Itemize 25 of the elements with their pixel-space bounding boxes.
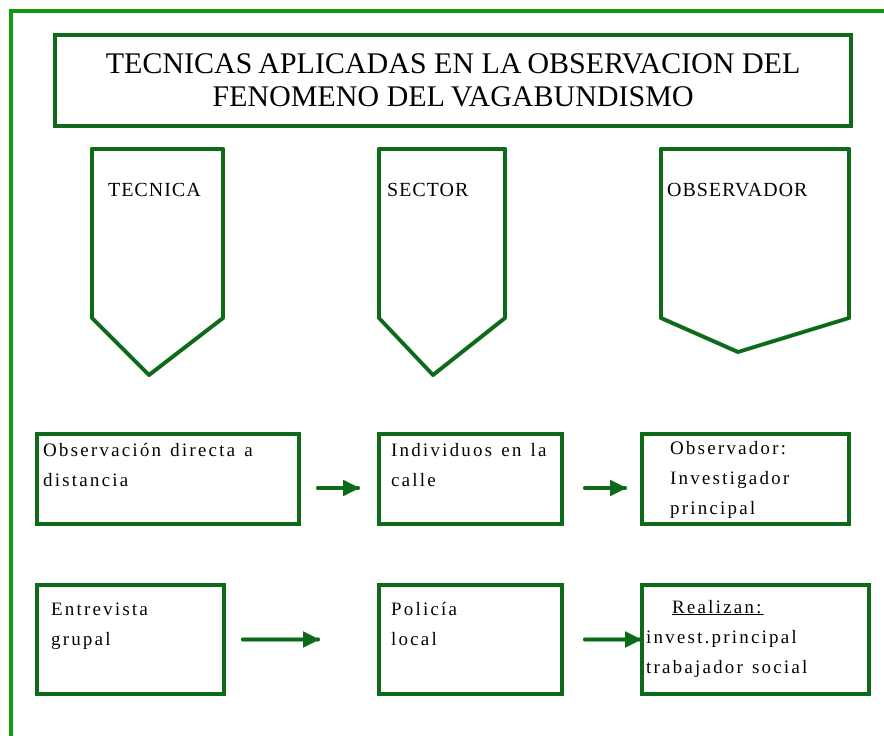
pentagon-shape [377,147,507,377]
process-box [640,583,871,696]
pentagon-shape [90,147,225,377]
pentagon-shape [659,147,851,354]
arrow [316,480,360,496]
process-box [35,583,226,696]
column-heading: TECNICA [108,179,202,202]
title-box [53,33,853,128]
process-box [377,432,564,526]
title-text: TECNICAS APLICADAS EN LA OBSERVACION DEL FENOMENO DEL VAGABUNDISMO [104,47,802,113]
arrow [583,480,627,496]
box-text: Policía local [391,598,460,652]
box-text: Individuos en la calle [391,439,550,493]
arrow [241,631,320,648]
box-heading: Realizan: [672,596,764,620]
arrow [583,631,642,648]
column-heading: SECTOR [387,179,470,202]
process-box [640,432,851,526]
box-text: Observación directa a distancia [43,439,256,493]
box-text: Entrevista grupal [51,598,152,652]
box-text: Observador: Investigador principal [670,437,792,521]
process-box [35,432,301,526]
box-text: invest.principal trabajador social [646,626,810,680]
column-heading: OBSERVADOR [667,179,808,202]
process-box [377,583,564,696]
